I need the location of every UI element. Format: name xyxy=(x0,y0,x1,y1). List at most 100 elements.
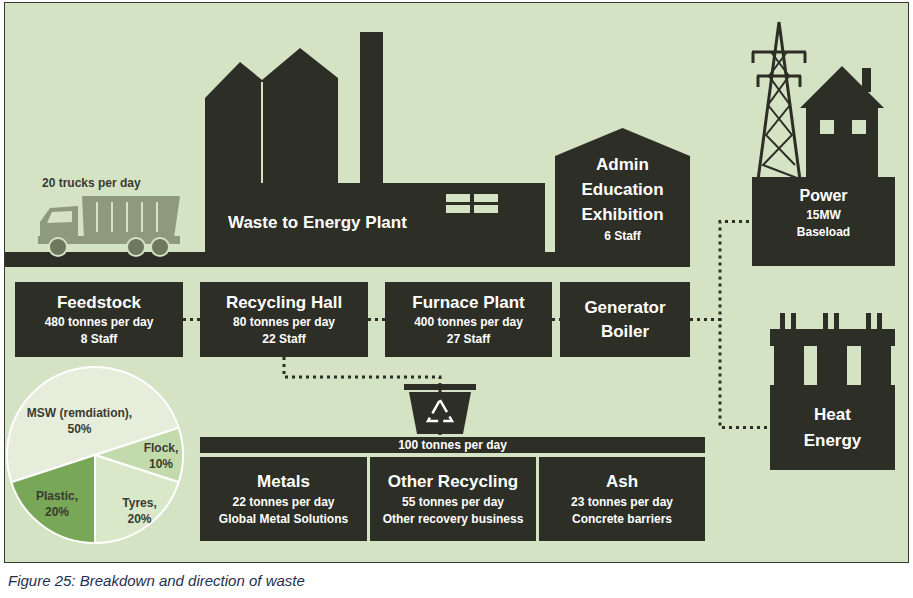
node-detail: 8 Staff xyxy=(81,331,118,348)
factory-illustration xyxy=(770,313,895,386)
node-heading: Feedstock xyxy=(57,292,141,314)
truck-ridge xyxy=(111,202,113,232)
node-detail: 6 Staff xyxy=(604,227,641,245)
process-box: Furnace Plant400 tonnes per day27 Staff xyxy=(385,282,552,357)
text-stack: Waste to Energy Plant xyxy=(228,212,468,234)
text-stack: 100 tonnes per day xyxy=(200,437,705,453)
node-detail: Global Metal Solutions xyxy=(219,511,348,528)
house-window xyxy=(820,120,834,134)
factory-pipe xyxy=(791,313,796,331)
node-heading: Generator Boiler xyxy=(570,296,680,344)
dotted-connector xyxy=(368,318,385,321)
factory-column xyxy=(861,346,891,386)
text-stack: Recycling Hall80 tonnes per day22 Staff xyxy=(200,282,368,357)
destination-box: Ash23 tonnes per dayConcrete barriers xyxy=(539,457,705,541)
factory-pipe xyxy=(877,313,882,331)
node-heading: Other Recycling xyxy=(388,470,518,494)
node-detail: 55 tonnes per day xyxy=(402,494,504,511)
pie-slice xyxy=(11,455,95,543)
text-stack: Power15MW Baseload xyxy=(752,177,895,266)
house-outline xyxy=(555,128,690,258)
process-box: Feedstock480 tonnes per day8 Staff xyxy=(15,282,183,357)
house-window xyxy=(852,120,866,134)
pylon-illustration xyxy=(752,22,806,180)
recycle-symbol xyxy=(428,400,452,421)
output-box: Power15MW Baseload xyxy=(752,177,895,266)
node-heading: Metals xyxy=(257,470,310,494)
pylon-bracing xyxy=(763,52,797,178)
text-stack: Other Recycling55 tonnes per dayOther re… xyxy=(370,457,536,541)
factory-pipe xyxy=(834,313,839,331)
node-heading: Heat Energy xyxy=(793,402,873,454)
node-detail: Other recovery business xyxy=(383,511,524,528)
text-stack: Admin Education Exhibition6 Staff xyxy=(555,128,690,258)
truck-window xyxy=(47,211,72,223)
bin-body xyxy=(409,392,471,434)
truck-label: 20 trucks per day xyxy=(42,175,182,191)
process-box: Generator Boiler xyxy=(560,282,690,357)
node-detail: 22 tonnes per day xyxy=(232,494,334,511)
plant-window xyxy=(474,194,498,202)
bin-lid xyxy=(404,384,476,390)
destination-box: Other Recycling55 tonnes per dayOther re… xyxy=(370,457,536,541)
node-heading: Recycling Hall xyxy=(226,292,342,314)
truck-wheel xyxy=(49,238,67,256)
house-body xyxy=(806,106,878,178)
pie-chart xyxy=(7,367,183,543)
text-stack: Heat Energy xyxy=(770,385,895,470)
node-heading: Ash xyxy=(606,470,638,494)
dotted-connector xyxy=(690,320,770,428)
factory-band xyxy=(770,329,895,346)
process-box: Recycling Hall80 tonnes per day22 Staff xyxy=(200,282,368,357)
plant-window xyxy=(474,205,498,213)
node-detail: 480 tonnes per day xyxy=(45,314,154,331)
factory-pipe xyxy=(780,313,785,331)
house-roof xyxy=(800,66,884,108)
node-detail: 15MW Baseload xyxy=(789,207,859,241)
node-detail: 23 tonnes per day xyxy=(571,494,673,511)
pylon-legs xyxy=(758,22,800,180)
dotted-connector xyxy=(183,318,200,321)
plant-building: Waste to Energy Plant xyxy=(205,28,545,258)
house-chimney xyxy=(862,68,871,92)
truck-illustration xyxy=(38,196,180,256)
panel-frame xyxy=(5,3,909,563)
plant-silhouette xyxy=(205,32,545,258)
node-detail: 27 Staff xyxy=(447,331,490,348)
recycle-bin xyxy=(404,384,476,434)
pie-slice xyxy=(95,455,179,543)
node-heading: Furnace Plant xyxy=(412,292,524,314)
plant-window xyxy=(446,205,470,213)
factory-column xyxy=(774,346,804,386)
dotted-connector xyxy=(284,357,440,437)
silo-divider xyxy=(261,82,263,183)
node-detail: 400 tonnes per day xyxy=(414,314,523,331)
node-heading: Waste to Energy Plant xyxy=(228,212,468,234)
truck-cab xyxy=(40,206,78,240)
dotted-connector xyxy=(552,318,560,321)
text-stack: Ash23 tonnes per dayConcrete barriers xyxy=(539,457,705,541)
truck-wheel xyxy=(127,238,145,256)
slice-label: MSW (remdiation), 50% xyxy=(22,405,137,437)
slice-label: Plastic, 20% xyxy=(28,488,86,520)
node-heading: Admin Education Exhibition xyxy=(567,152,679,227)
output-box: Heat Energy xyxy=(770,385,895,470)
truck-ridge xyxy=(156,202,158,232)
text-stack: Feedstock480 tonnes per day8 Staff xyxy=(15,282,183,357)
factory-pipe xyxy=(823,313,828,331)
slice-label: Flock, 10% xyxy=(138,440,184,472)
truck-ridge xyxy=(126,202,128,232)
plant-window xyxy=(446,194,470,202)
total-band: 100 tonnes per day xyxy=(200,437,705,453)
connector-group xyxy=(183,222,770,438)
truck-ridge xyxy=(141,202,143,232)
node-detail: 80 tonnes per day xyxy=(233,314,335,331)
dotted-connector xyxy=(690,222,752,320)
text-stack: Furnace Plant400 tonnes per day27 Staff xyxy=(385,282,552,357)
truck-body xyxy=(82,196,180,238)
